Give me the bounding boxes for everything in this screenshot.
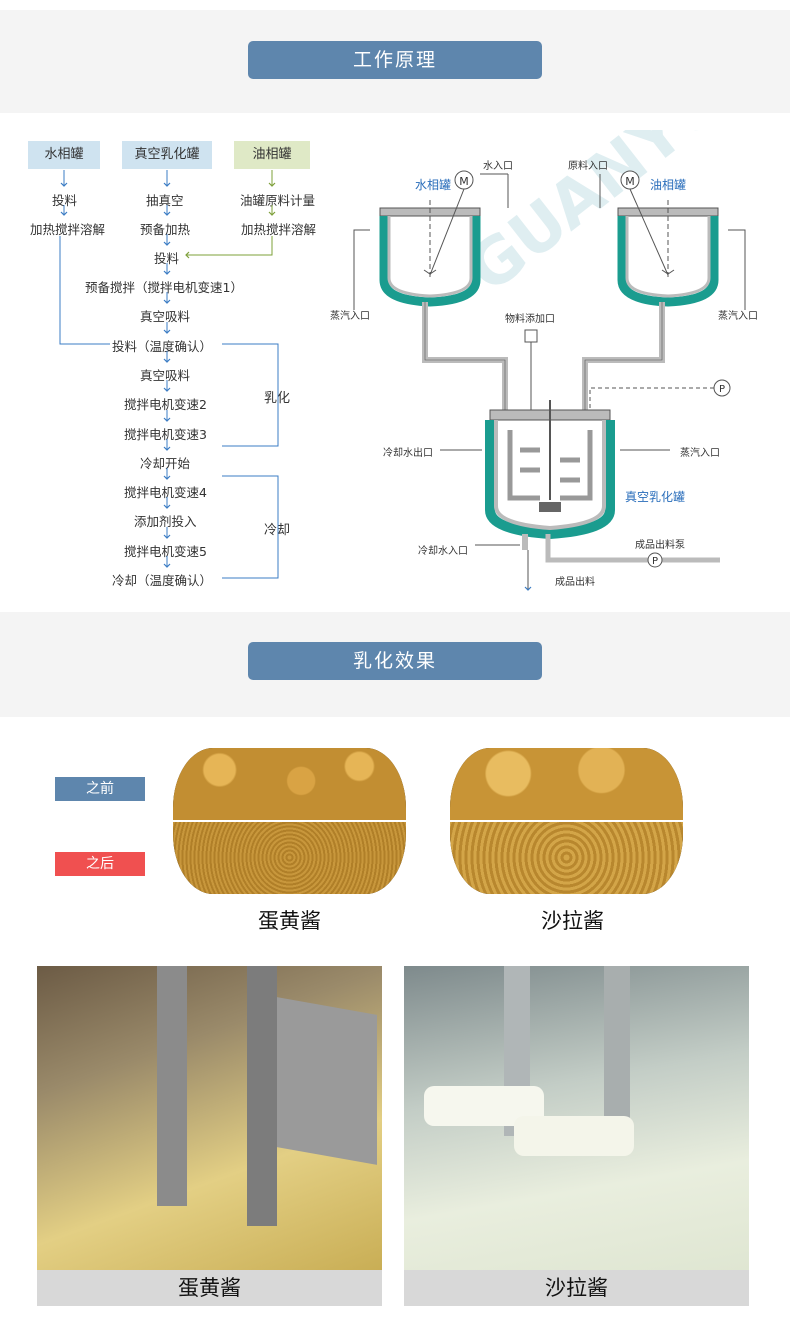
salad-dressing-tank-photo — [404, 966, 749, 1270]
steam-inlet-label: 蒸汽入口 — [718, 311, 758, 322]
after-tag: 之后 — [55, 852, 145, 876]
pump-icon: P — [719, 384, 725, 395]
vacuum-tank-label: 真空乳化罐 — [625, 490, 686, 504]
flow-step: 抽真空 — [146, 193, 184, 208]
flow-step: 搅拌电机变速3 — [124, 427, 207, 442]
pump-icon: P — [652, 556, 658, 567]
flow-step: 添加剂投入 — [134, 514, 197, 529]
salad-dressing-photo-caption: 沙拉酱 — [404, 1270, 749, 1306]
equipment-diagram-svg: GUANYU M M — [353, 130, 746, 591]
flow-step: 搅拌电机变速4 — [124, 485, 207, 500]
mayonnaise-photo-caption: 蛋黄酱 — [37, 1270, 382, 1306]
cooling-outlet-label: 冷却水出口 — [383, 448, 433, 459]
flow-step: 预备加热 — [140, 222, 191, 237]
product-outlet-label: 成品出料 — [555, 577, 595, 588]
cool-bracket-label: 冷却 — [264, 523, 291, 538]
flow-step: 投料 — [154, 251, 180, 266]
water-inlet-label: 水入口 — [483, 161, 513, 172]
water-phase-box: 水相罐 — [28, 141, 100, 169]
flow-step: 加热搅拌溶解 — [30, 222, 106, 237]
cooling-inlet-label: 冷却水入口 — [418, 546, 468, 557]
motor-icon: M — [625, 175, 635, 188]
salad-dressing-caption: 沙拉酱 — [541, 909, 604, 933]
flow-step: 真空吸料 — [140, 368, 191, 383]
flow-step: 投料（温度确认） — [112, 339, 213, 354]
mayonnaise-tank-photo — [37, 966, 382, 1270]
flow-step: 真空吸料 — [140, 309, 191, 324]
mayonnaise-micrograph — [173, 748, 406, 894]
flow-step: 冷却（温度确认） — [112, 573, 213, 588]
vacuum-emulsify-box: 真空乳化罐 — [122, 141, 212, 169]
flow-step: 加热搅拌溶解 — [241, 222, 317, 237]
emulsify-bracket-label: 乳化 — [264, 391, 291, 406]
flow-step: 投料 — [52, 193, 78, 208]
flow-step: 预备搅拌（搅拌电机变速1） — [85, 280, 243, 295]
salad-dressing-micrograph — [450, 748, 683, 894]
steam-inlet-label: 蒸汽入口 — [330, 311, 370, 322]
flowchart-arrows — [59, 170, 279, 579]
flow-step: 油罐原料计量 — [240, 193, 316, 208]
steam-inlet-label: 蒸汽入口 — [680, 448, 720, 459]
oil-phase-box: 油相罐 — [234, 141, 310, 169]
motor-icon: M — [459, 175, 469, 188]
flow-step: 冷却开始 — [140, 456, 191, 471]
water-tank-label: 水相罐 — [415, 178, 452, 192]
flow-step: 搅拌电机变速2 — [124, 397, 207, 412]
product-pump-label: 成品出料泵 — [635, 540, 685, 551]
oil-tank-label: 油相罐 — [650, 178, 687, 192]
section-title-effect: 乳化效果 — [248, 642, 542, 680]
mayonnaise-caption: 蛋黄酱 — [258, 909, 321, 933]
raw-inlet-label: 原料入口 — [568, 161, 608, 172]
section-title-principle: 工作原理 — [248, 41, 542, 79]
material-add-label: 物料添加口 — [505, 314, 555, 325]
before-tag: 之前 — [55, 777, 145, 801]
flow-step: 搅拌电机变速5 — [124, 544, 207, 559]
